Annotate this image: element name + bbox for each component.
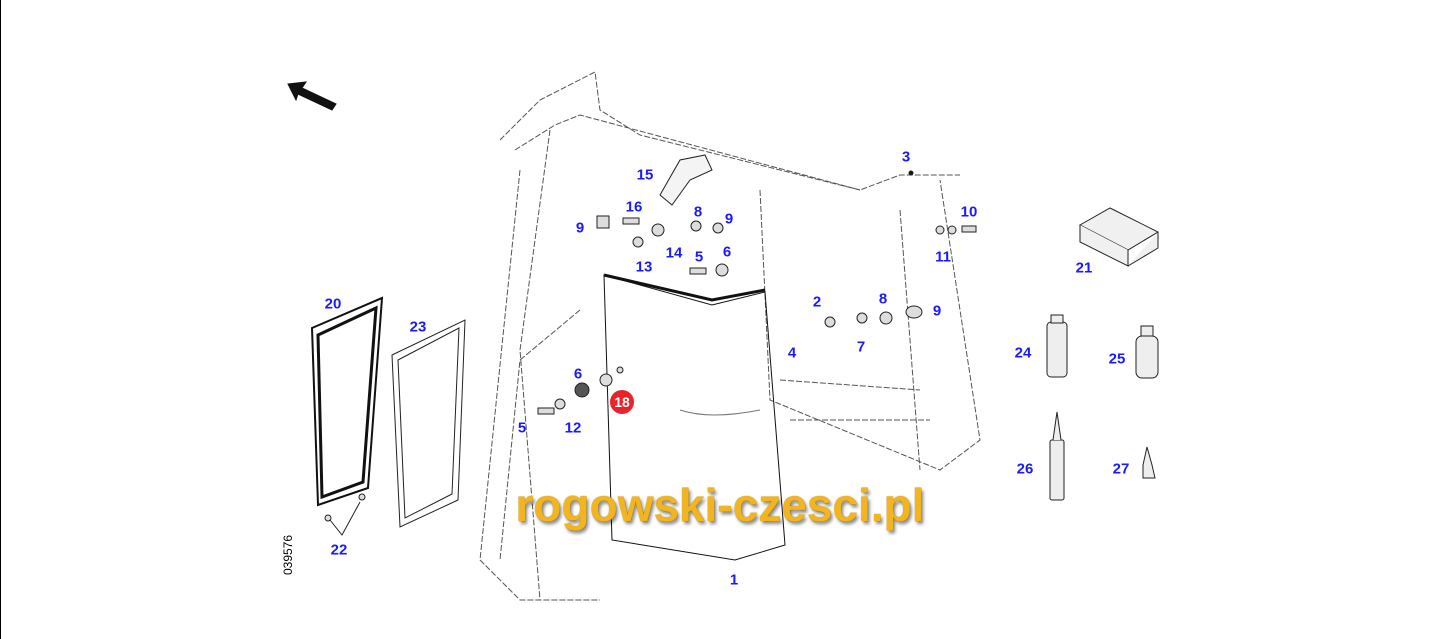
callout-12: 12 [564, 419, 582, 437]
part-23-seal [391, 319, 466, 528]
part-21-box [1078, 207, 1160, 267]
part-24-bottle [1046, 314, 1068, 378]
callout-6: 6 [722, 243, 732, 261]
callout-8: 8 [878, 290, 888, 308]
callout-13: 13 [635, 258, 653, 276]
callout-11: 11 [935, 248, 951, 266]
callout-8: 8 [693, 203, 703, 221]
callout-10: 10 [960, 203, 978, 221]
watermark: rogowski-czesci.pl [515, 479, 925, 531]
callout-15: 15 [636, 166, 654, 184]
callout-3: 3 [901, 148, 911, 166]
part-25-bottle [1135, 325, 1159, 379]
callout-14: 14 [665, 244, 683, 262]
callout-5: 5 [694, 248, 704, 266]
callout-23: 23 [409, 318, 427, 336]
fastener-parts [324, 170, 977, 522]
part-27-tube [1142, 446, 1156, 479]
callout-9: 9 [724, 210, 734, 228]
part-20-window [310, 296, 384, 507]
direction-arrow-icon [287, 81, 337, 111]
callout-9: 9 [575, 219, 585, 237]
callout-21: 21 [1075, 259, 1093, 277]
callout-5: 5 [517, 419, 527, 437]
part-1-glass-panel [603, 273, 786, 561]
callout-26: 26 [1016, 460, 1034, 478]
callout-2: 2 [812, 293, 822, 311]
callout-27: 27 [1112, 460, 1130, 478]
callout-4: 4 [787, 344, 797, 362]
highlighted-part-badge[interactable]: 18 [610, 390, 634, 414]
callout-6: 6 [573, 365, 583, 383]
callout-20: 20 [324, 295, 342, 313]
callout-24: 24 [1014, 344, 1032, 362]
part-15-handle [659, 154, 713, 206]
callout-22: 22 [330, 541, 348, 559]
part-22-leader [329, 501, 361, 536]
part-26-cartridge [1049, 411, 1065, 501]
document-number: 039576 [281, 534, 295, 576]
callout-1: 1 [729, 571, 739, 589]
cab-frame [479, 71, 981, 601]
callout-25: 25 [1108, 350, 1126, 368]
callout-7: 7 [856, 338, 866, 356]
callout-16: 16 [625, 198, 643, 216]
callout-9: 9 [932, 302, 942, 320]
